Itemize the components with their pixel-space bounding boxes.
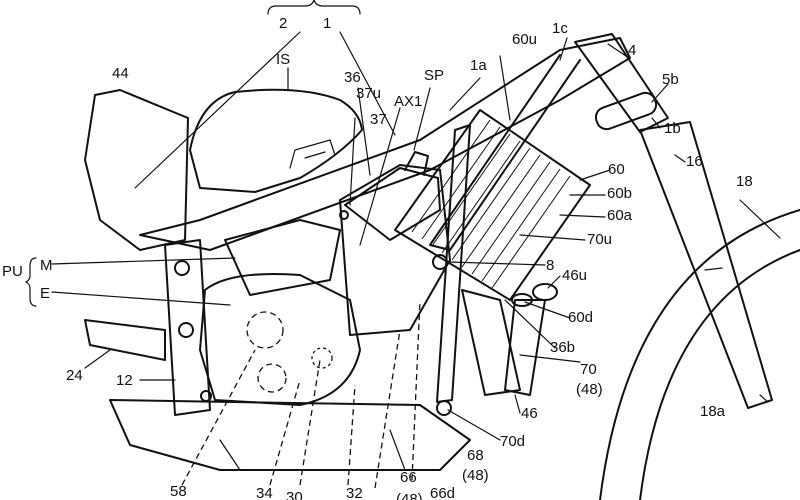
pu-brace: [24, 257, 37, 307]
cap-60d: [511, 293, 533, 307]
label-is: IS: [276, 51, 290, 68]
radiator-60: [394, 109, 591, 301]
motor-m: [224, 219, 341, 296]
label-70u: 70u: [587, 231, 612, 248]
label-8: 8: [546, 257, 554, 274]
pivot-bolt-lower: [178, 322, 194, 338]
gear-dashed-2: [257, 363, 287, 393]
label-5b: 5b: [662, 71, 679, 88]
hinge-8: [432, 254, 448, 270]
spark-plug-sp: [404, 151, 429, 176]
label-66d: 66d: [430, 485, 455, 500]
label-34: 34: [256, 485, 273, 500]
radiator-fins: [411, 119, 571, 289]
label-1a: 1a: [470, 57, 487, 74]
label-18a: 18a: [700, 403, 726, 420]
label-60a: 60a: [607, 207, 633, 224]
label-44: 44: [112, 65, 129, 82]
dashed-leaders: [181, 299, 421, 489]
label-37: 37: [370, 111, 387, 128]
label-70: 70: [580, 361, 597, 378]
tank-detail: [289, 139, 336, 169]
bracket-brace: [267, 0, 361, 15]
label-1: 1: [323, 15, 331, 32]
label-e: E: [40, 285, 50, 302]
label-46: 46: [521, 405, 538, 422]
swingarm-24: [84, 319, 166, 361]
front-wheel-inner: [639, 249, 800, 500]
label-m: M: [40, 257, 53, 274]
label-18: 18: [736, 173, 753, 190]
label-37u: 37u: [356, 85, 381, 102]
label-4: 4: [628, 42, 636, 59]
label-36b: 36b: [550, 339, 575, 356]
label-ax1: AX1: [394, 93, 422, 110]
hinge-68: [436, 400, 452, 416]
lower-exhaust-detail: [219, 429, 406, 471]
label-60u: 60u: [512, 31, 537, 48]
bracket-12: [164, 239, 211, 416]
pivot-bolt-upper: [174, 260, 190, 276]
label-60: 60: [608, 161, 625, 178]
fuel-tank-is: [189, 88, 363, 193]
cylinder-head-37: [344, 167, 441, 241]
label-pu: PU: [2, 263, 23, 280]
label-36: 36: [344, 69, 361, 86]
front-wheel-18: [599, 209, 800, 500]
label-12: 12: [116, 372, 133, 389]
label-68: 68: [467, 447, 484, 464]
gear-dotted: [311, 347, 333, 369]
canister-46: [504, 299, 546, 396]
label-sp: SP: [424, 67, 444, 84]
label-16: 16: [686, 153, 703, 170]
leader-lines: [51, 31, 781, 441]
top-bridge-5b: [594, 91, 658, 131]
lower-exhaust: [109, 399, 471, 471]
label-66-paren: (48): [396, 491, 423, 500]
engine-cylinder: [339, 164, 451, 336]
fork-detail: [704, 267, 723, 271]
bolt-37u: [339, 210, 349, 220]
down-tube: [436, 124, 471, 403]
label-66: 66: [400, 469, 417, 486]
front-fork-16: [639, 121, 773, 409]
label-1b: 1b: [664, 120, 681, 137]
label-1c: 1c: [552, 20, 568, 37]
gear-dashed-1: [246, 311, 284, 349]
label-32: 32: [346, 485, 363, 500]
label-60d: 60d: [568, 309, 593, 326]
label-70-paren: (48): [576, 381, 603, 398]
label-30: 30: [286, 489, 303, 500]
label-68-paren: (48): [462, 467, 489, 484]
main-frame-1: [139, 37, 631, 251]
cap-46u: [532, 283, 558, 301]
label-70d: 70d: [500, 433, 525, 450]
label-60b: 60b: [607, 185, 632, 202]
label-2: 2: [279, 15, 287, 32]
label-24: 24: [66, 367, 83, 384]
bolt-12: [200, 390, 212, 402]
label-46u: 46u: [562, 267, 587, 284]
exhaust-pipe-70: [461, 289, 521, 396]
frame-lower-1a: [429, 54, 581, 251]
rear-seat-44: [84, 89, 189, 251]
label-58: 58: [170, 483, 187, 500]
